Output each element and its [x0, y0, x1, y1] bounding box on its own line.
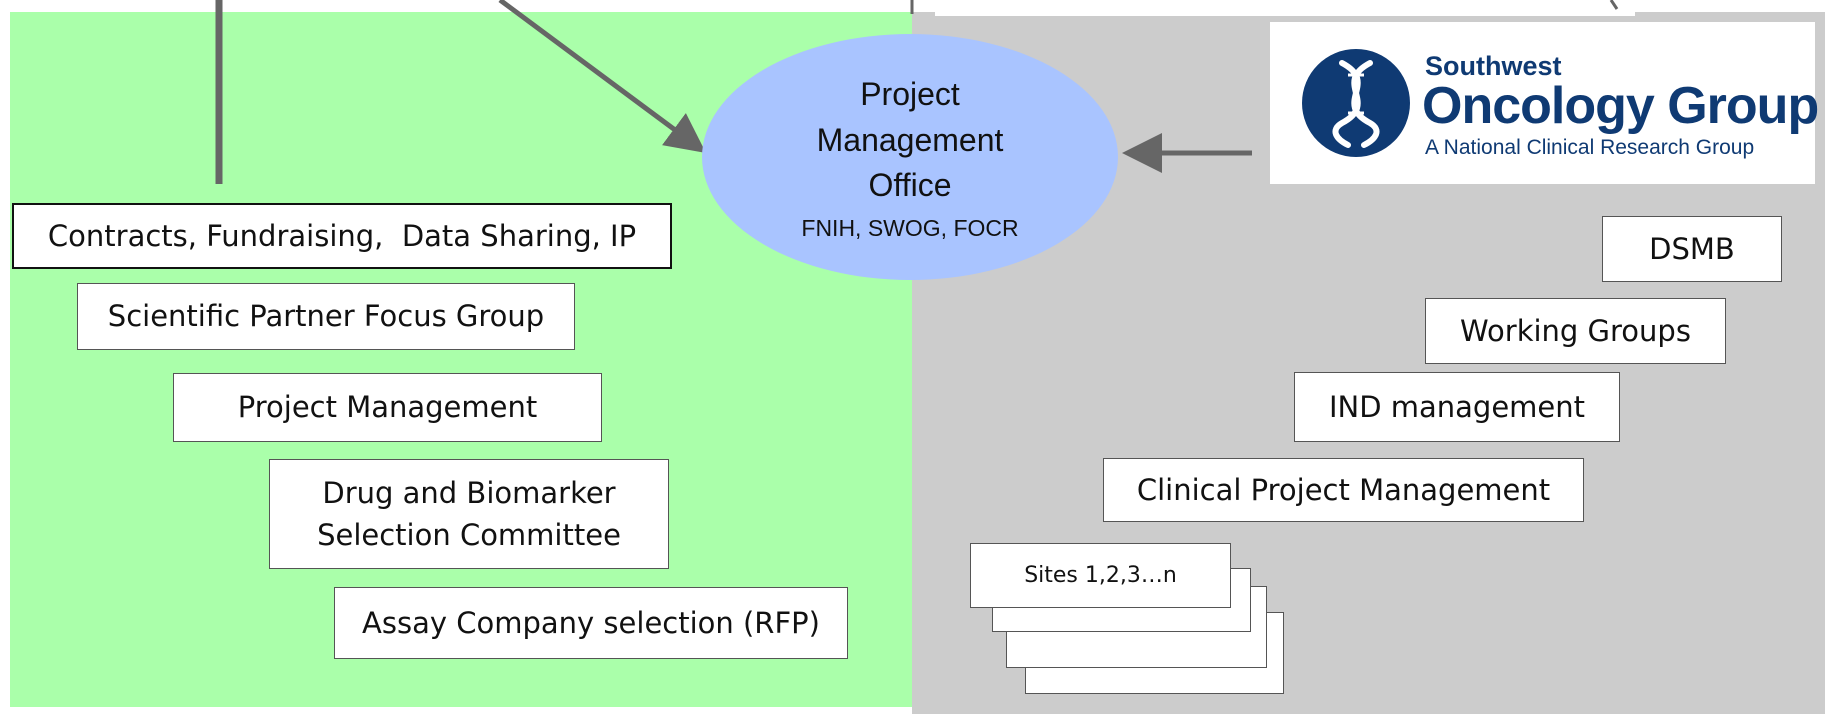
- pmo-line1: Project: [860, 76, 960, 113]
- logo-line1: Southwest: [1425, 51, 1562, 81]
- drug-biomarker-box: Drug and Biomarker Selection Committee: [269, 459, 669, 569]
- project-management-label: Project Management: [237, 390, 538, 425]
- pmo-partners: FNIH, SWOG, FOCR: [801, 214, 1019, 241]
- working-groups-box: Working Groups: [1425, 298, 1726, 364]
- pmo-line3: Office: [868, 167, 952, 204]
- diagonal-arrow-to-pmo: [498, 0, 707, 153]
- dna-helix-icon: [1302, 49, 1410, 157]
- sites-box: Sites 1,2,3…n: [970, 543, 1231, 608]
- assay-company-label: Assay Company selection (RFP): [362, 605, 820, 640]
- dsmb-box: DSMB: [1602, 216, 1782, 282]
- sites-label: Sites 1,2,3…n: [1024, 562, 1177, 588]
- dsmb-label: DSMB: [1649, 231, 1735, 266]
- ind-management-box: IND management: [1294, 372, 1620, 442]
- pmo-line2: Management: [816, 121, 1004, 158]
- clinical-project-management-box: Clinical Project Management: [1103, 458, 1584, 522]
- scientific-partner-label: Scientific Partner Focus Group: [107, 299, 545, 334]
- top-edge-tick-right: [1609, 0, 1619, 10]
- logo-line2: Oncology Group: [1422, 77, 1819, 135]
- contracts-label: Contracts, Fundraising, Data Sharing, IP: [47, 218, 637, 253]
- top-white-strip: [935, 0, 1635, 16]
- working-groups-label: Working Groups: [1460, 313, 1691, 348]
- clinical-project-management-label: Clinical Project Management: [1136, 472, 1551, 507]
- contracts-box: Contracts, Fundraising, Data Sharing, IP: [12, 203, 672, 269]
- assay-company-box: Assay Company selection (RFP): [334, 587, 848, 659]
- drug-biomarker-line1: Drug and Biomarker: [322, 475, 616, 510]
- scientific-partner-box: Scientific Partner Focus Group: [77, 283, 575, 350]
- swog-logo: Southwest Oncology Group A National Clin…: [1270, 22, 1819, 184]
- project-management-box: Project Management: [173, 373, 602, 442]
- ind-management-label: IND management: [1328, 389, 1586, 424]
- logo-line3: A National Clinical Research Group: [1425, 136, 1755, 159]
- project-management-office-ellipse: Project Management Office FNIH, SWOG, FO…: [702, 34, 1118, 280]
- drug-biomarker-line2: Selection Committee: [317, 518, 621, 552]
